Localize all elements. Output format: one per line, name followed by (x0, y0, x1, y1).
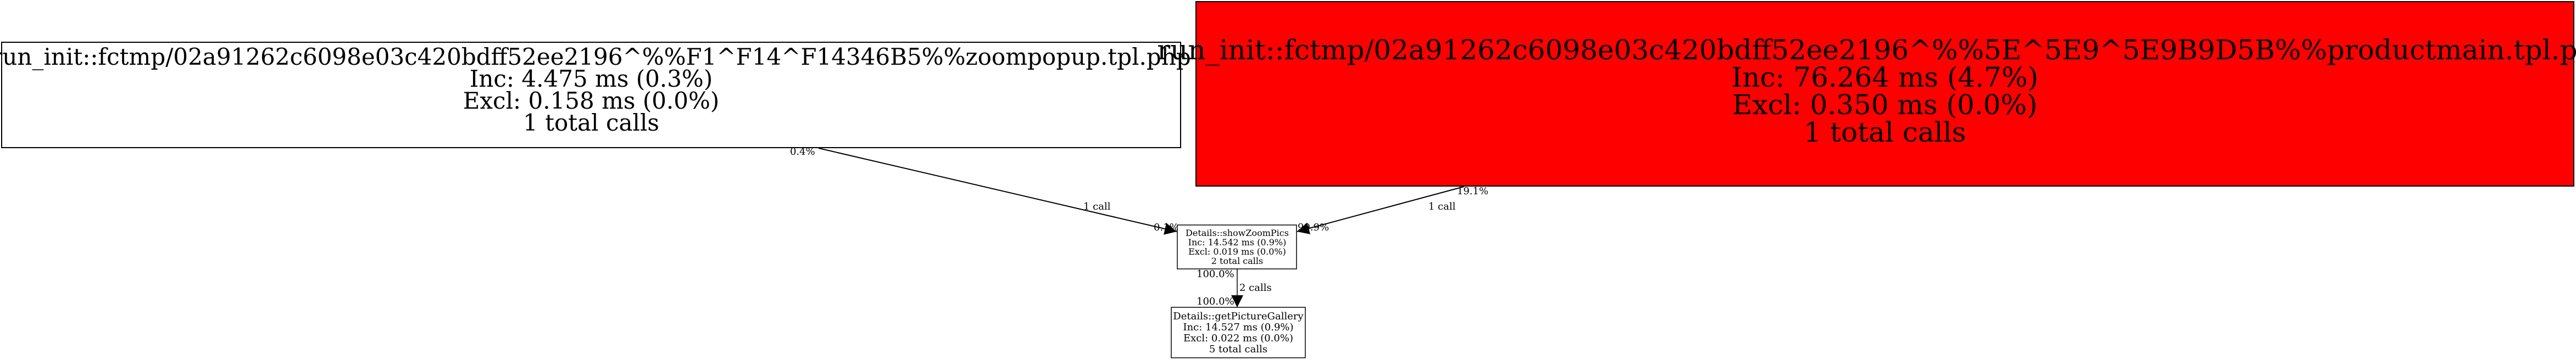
node-inc: Inc: 76.264 ms (4.7%) (1732, 61, 2039, 93)
node-excl: Excl: 0.022 ms (0.0%) (1183, 333, 1293, 344)
edge-call-label: 1 call (1083, 201, 1111, 212)
node-inc: Inc: 4.475 ms (0.3%) (470, 65, 713, 92)
node-calls: 1 total calls (523, 109, 659, 136)
node-excl: Excl: 0.019 ms (0.0%) (1188, 246, 1286, 257)
node-zoompopup[interactable]: run_init::fctmp/02a91262c6098e03c420bdff… (0, 42, 1191, 148)
edge-productmain-to-showzoompics: 19.1% 1 call 99.9% (1297, 185, 1488, 234)
node-inc: Inc: 14.527 ms (0.9%) (1183, 322, 1293, 333)
node-inc: Inc: 14.542 ms (0.9%) (1188, 237, 1287, 248)
edge-tail-label: 100.0% (1197, 268, 1234, 280)
node-productmain[interactable]: run_init::fctmp/02a91262c6098e03c420bdff… (1157, 1, 2576, 187)
node-calls: 1 total calls (1804, 116, 1966, 148)
node-excl: Excl: 0.350 ms (0.0%) (1732, 89, 2037, 121)
edge-tail-label: 0.4% (790, 146, 815, 158)
node-showzoompics[interactable]: Details::showZoomPics Inc: 14.542 ms (0.… (1177, 224, 1297, 269)
edge-zoompopup-to-showzoompics: 0.4% 1 call 0.1% (790, 146, 1179, 235)
edge-showzoompics-to-getpicturegallery: 100.0% 2 calls 100.0% (1197, 268, 1272, 307)
node-name: Details::getPictureGallery (1173, 311, 1304, 322)
node-name: run_init::fctmp/02a91262c6098e03c420bdff… (1157, 34, 2576, 66)
node-name: Details::showZoomPics (1186, 228, 1289, 238)
edge-tail-label: 19.1% (1457, 185, 1488, 197)
edge-call-label: 1 call (1428, 201, 1456, 212)
node-name: run_init::fctmp/02a91262c6098e03c420bdff… (0, 43, 1191, 70)
edge-head-label: 100.0% (1197, 296, 1234, 307)
node-getpicturegallery[interactable]: Details::getPictureGallery Inc: 14.527 m… (1171, 307, 1306, 358)
edge-call-label: 2 calls (1239, 282, 1272, 294)
node-calls: 2 total calls (1211, 256, 1263, 266)
edge-head-label: 0.1% (1154, 222, 1179, 233)
edge-head-label: 99.9% (1298, 222, 1329, 233)
node-calls: 5 total calls (1209, 344, 1267, 355)
node-excl: Excl: 0.158 ms (0.0%) (463, 87, 720, 114)
